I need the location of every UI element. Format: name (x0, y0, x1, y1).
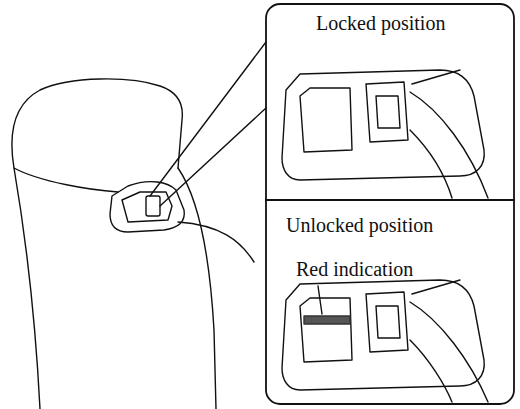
lever-unlocked (282, 280, 488, 402)
red-indication-bar (304, 316, 350, 324)
lever-locked (282, 70, 488, 198)
lever-latch (366, 292, 408, 352)
zoom-line (160, 108, 266, 206)
panel-divider (266, 199, 514, 201)
lever-frame (282, 280, 484, 390)
callout-box (266, 4, 514, 404)
lever-strip (412, 70, 460, 84)
panel-heading: Locked position (314, 12, 447, 34)
strap (410, 340, 452, 402)
strap (410, 130, 452, 198)
seat-side-line (178, 168, 216, 409)
seat-back (12, 79, 254, 409)
lever-slot (300, 88, 352, 152)
zoom-line (150, 42, 266, 196)
latch-inner (376, 96, 400, 128)
lever-frame (282, 70, 484, 180)
strap (410, 302, 488, 402)
latch-inner (376, 306, 400, 338)
lever-slot (122, 192, 172, 222)
panel-heading: Unlocked position (284, 214, 435, 236)
seat-back-curve (178, 222, 254, 262)
strap (410, 92, 488, 198)
seat-outline (12, 79, 183, 409)
callout-label: Red indication (294, 258, 415, 280)
lever-slot (300, 298, 352, 362)
seat-top-edge (14, 168, 118, 192)
leader-line (318, 286, 322, 314)
lever-strip (412, 280, 460, 294)
lever-latch (146, 196, 160, 216)
lever-latch (366, 82, 408, 142)
lever-small (110, 182, 184, 232)
lever-frame (110, 182, 184, 232)
